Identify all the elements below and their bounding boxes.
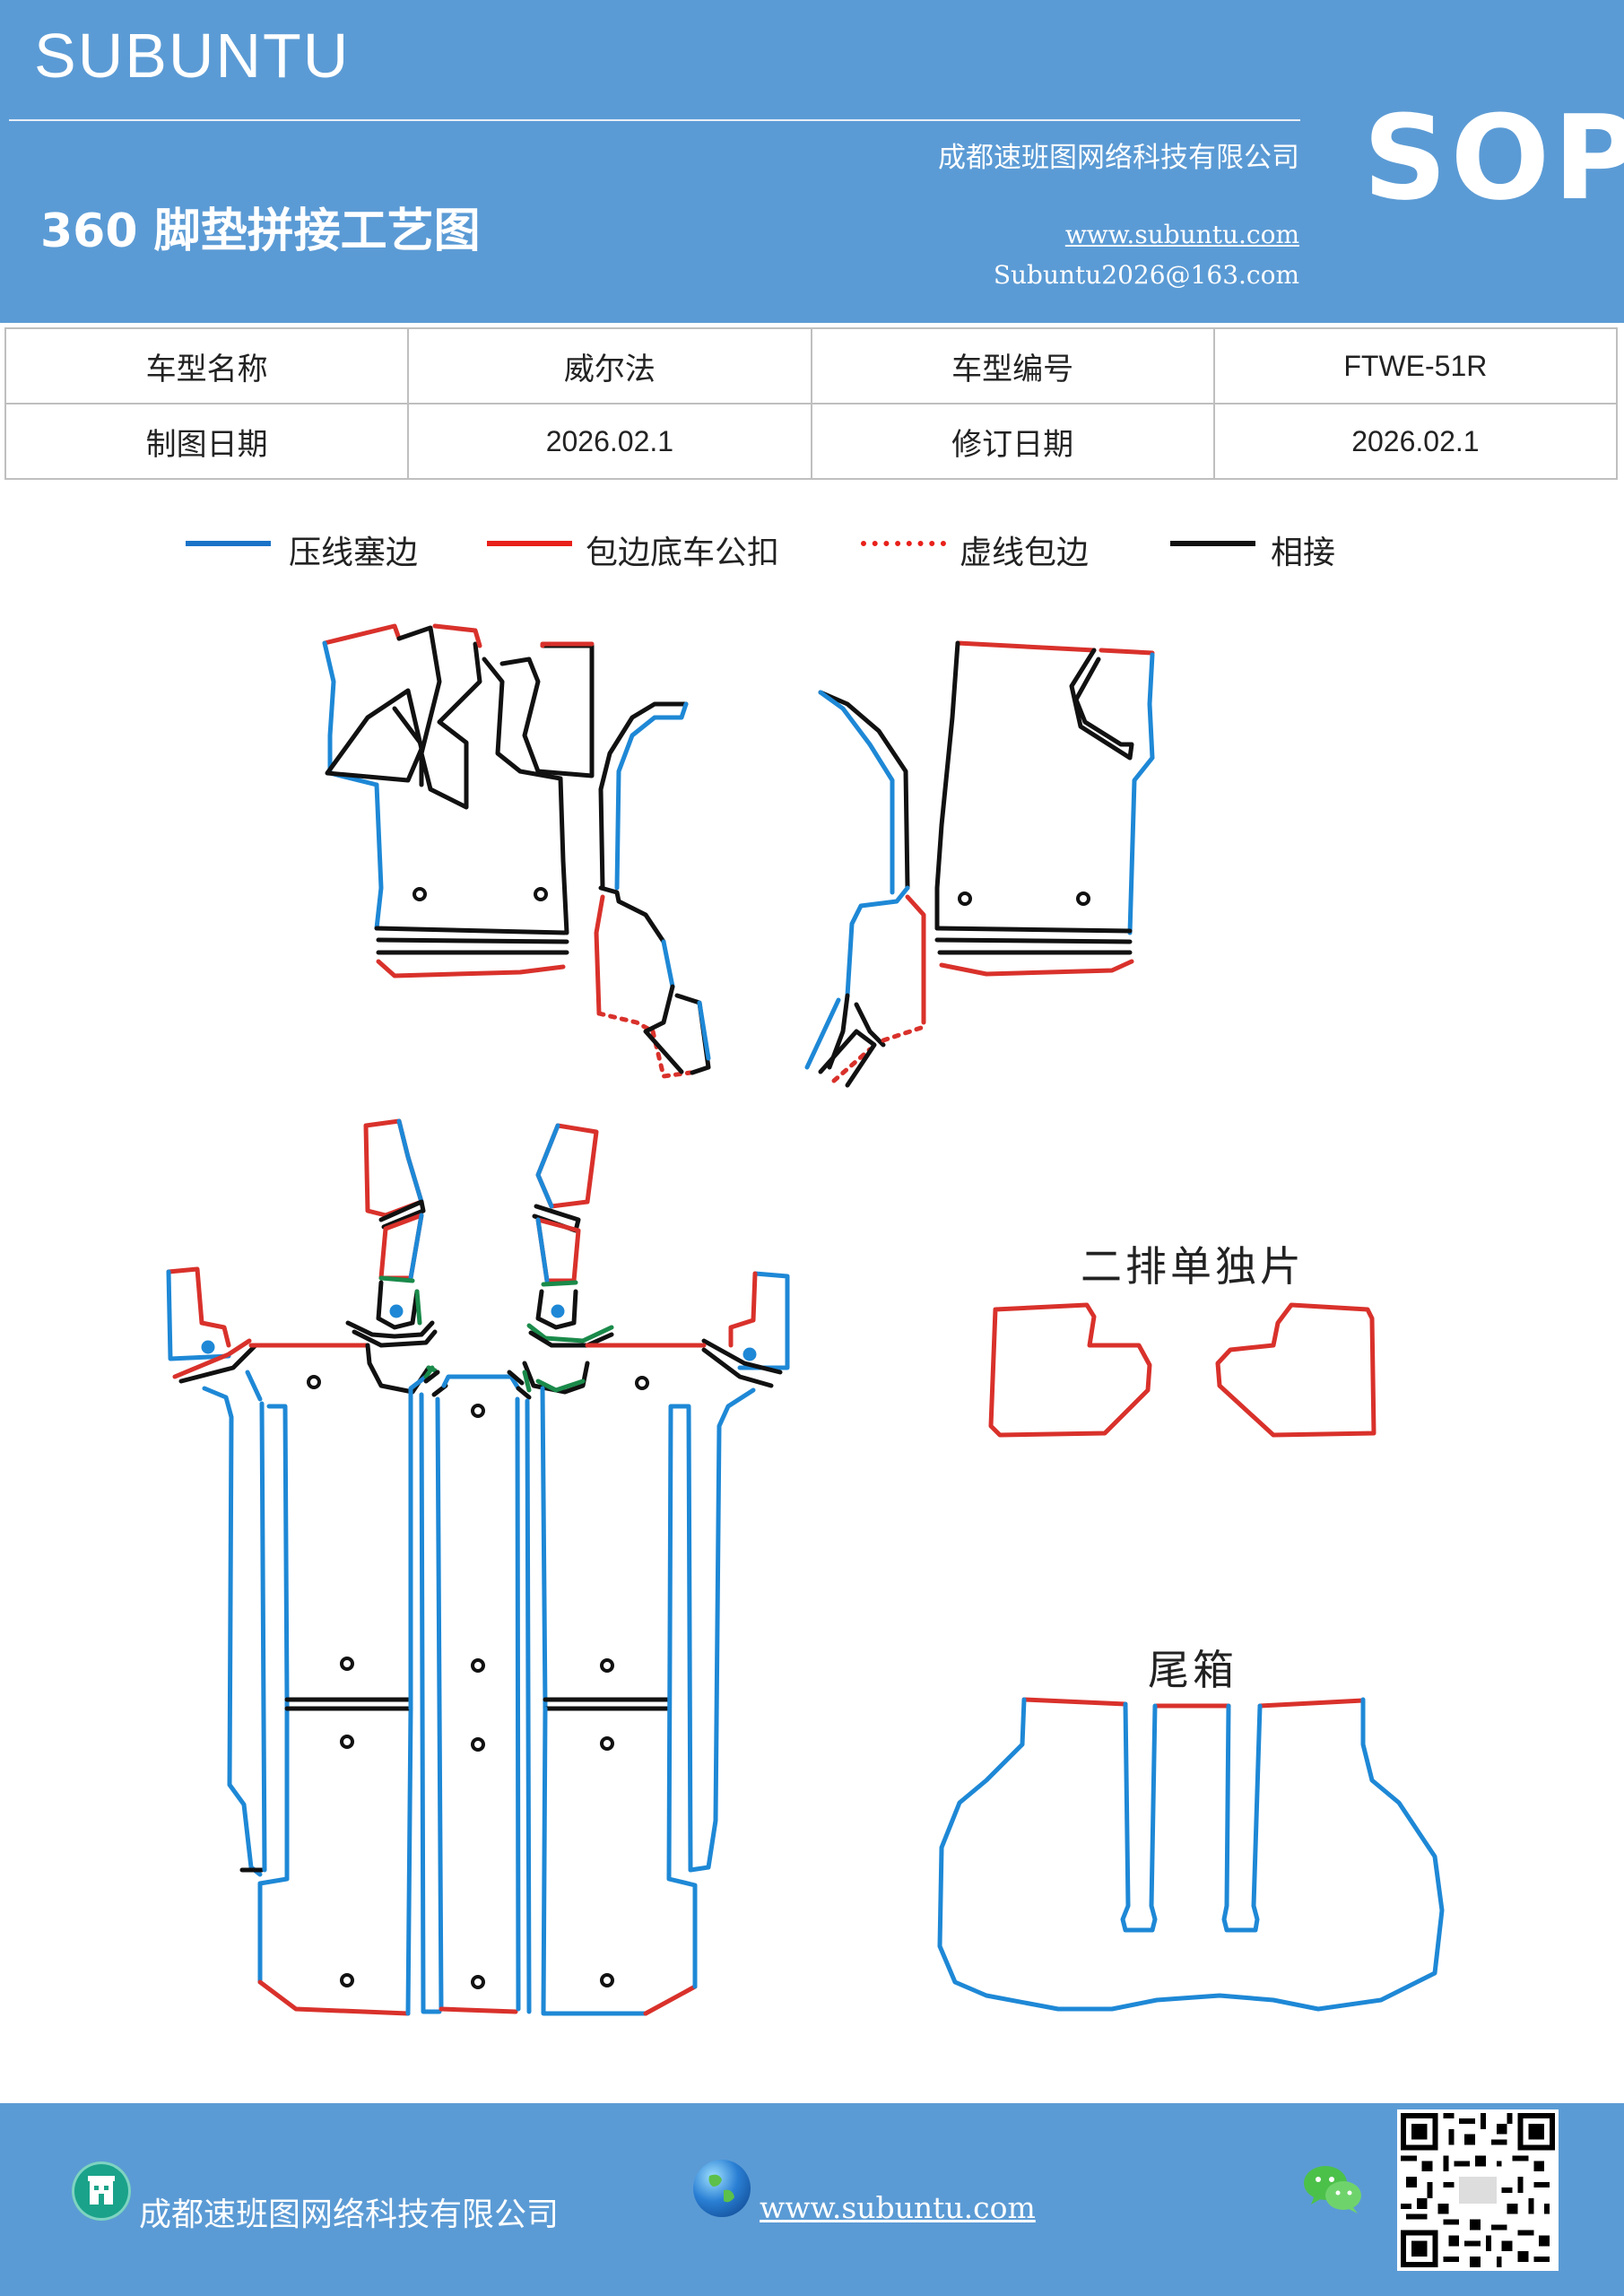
wechat-icon[interactable] [1302, 2161, 1365, 2215]
building-icon [72, 2161, 131, 2221]
second-row-single-pieces [988, 1302, 1376, 1438]
footer-company: 成都速班图网络科技有限公司 [139, 2196, 560, 2233]
globe-icon-glyph [708, 2174, 734, 2203]
draw-date-value: 2026.02.1 [407, 403, 812, 480]
section-label-second-row: 二排单独片 [1081, 1242, 1305, 1291]
header-banner [0, 0, 1624, 323]
qr-code[interactable] [1397, 2109, 1559, 2271]
header-divider [9, 119, 1300, 121]
model-name-label: 车型名称 [4, 327, 410, 404]
legend-swatch-black [1170, 541, 1255, 546]
header-website-link[interactable]: www.subuntu.com [1064, 220, 1299, 249]
legend-label: 虚线包边 [960, 535, 1090, 571]
draw-date-label: 制图日期 [4, 403, 410, 480]
rear-floor-mats [166, 1118, 790, 2016]
header-company: 成都速班图网络科技有限公司 [938, 142, 1299, 174]
globe-icon [693, 2160, 751, 2217]
brand-name: SUBUNTU [34, 21, 351, 91]
model-code-label: 车型编号 [810, 327, 1215, 404]
revise-date-value: 2026.02.1 [1212, 403, 1619, 480]
section-label-trunk: 尾箱 [1148, 1646, 1238, 1694]
building-icon-glyph [88, 2176, 115, 2205]
front-right-mat [934, 640, 1155, 977]
legend-swatch-blue [186, 541, 271, 546]
table-row: 车型名称 威尔法 车型编号 FTWE-51R [4, 327, 1619, 404]
trunk-mat [937, 1697, 1445, 2012]
legend-swatch-red [487, 541, 572, 546]
model-code-value: FTWE-51R [1212, 327, 1619, 404]
sop-badge: SOP [1363, 90, 1624, 226]
front-left-side-strip [594, 701, 711, 1079]
page-title: 360 脚垫拼接工艺图 [40, 204, 481, 258]
revise-date-label: 修订日期 [810, 403, 1215, 480]
front-left-mat [322, 623, 595, 978]
header-email[interactable]: Subuntu2026@163.com [993, 260, 1299, 290]
qr-code-pattern [1401, 2113, 1555, 2267]
vehicle-info-table: 车型名称 威尔法 车型编号 FTWE-51R 制图日期 2026.02.1 修订… [4, 327, 1619, 480]
floor-mat-assembly-diagram [166, 623, 1445, 2016]
legend-label: 包边底车公扣 [586, 535, 780, 571]
legend-swatch-red-dotted [861, 541, 946, 546]
table-row: 制图日期 2026.02.1 修订日期 2026.02.1 [4, 403, 1619, 480]
front-right-side-strip [804, 690, 926, 1088]
legend-label: 相接 [1271, 535, 1336, 571]
footer-website-link[interactable]: www.subuntu.com [760, 2190, 1036, 2225]
model-name-value: 威尔法 [407, 327, 812, 404]
legend-label: 压线塞边 [289, 535, 419, 571]
